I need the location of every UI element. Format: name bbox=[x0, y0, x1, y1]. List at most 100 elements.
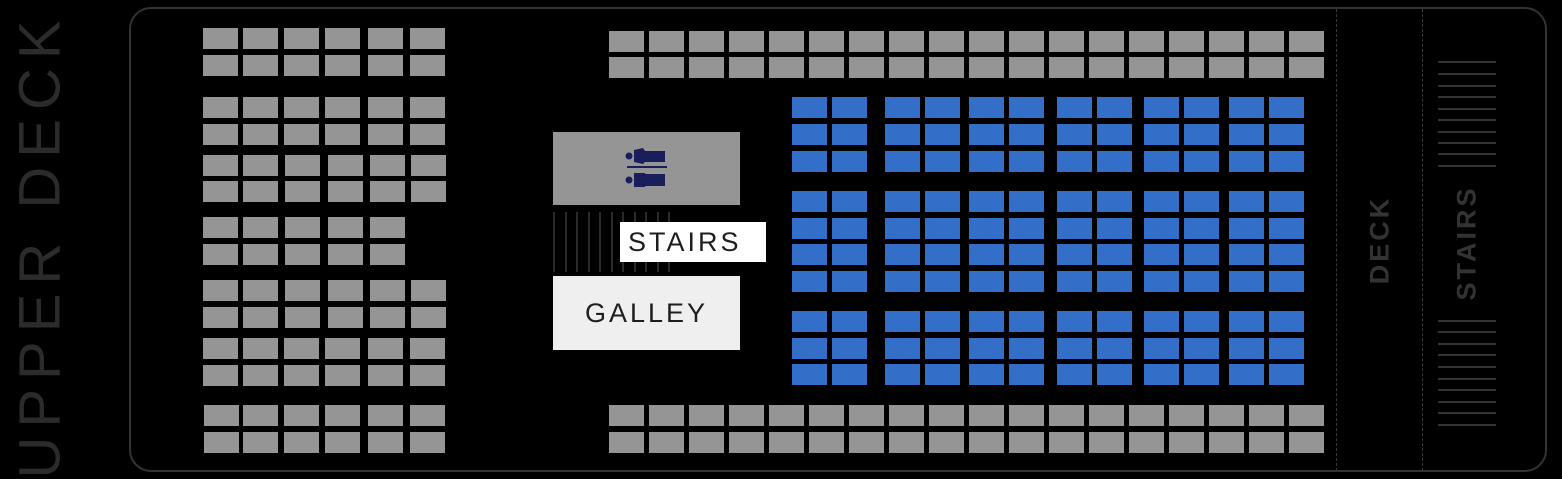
seat-standard[interactable] bbox=[1249, 432, 1284, 453]
seat-premium[interactable] bbox=[925, 364, 960, 385]
seat-standard[interactable] bbox=[809, 57, 844, 78]
seat-standard[interactable] bbox=[1009, 31, 1044, 52]
seat-standard[interactable] bbox=[243, 181, 278, 202]
seat-standard[interactable] bbox=[849, 432, 884, 453]
restroom[interactable] bbox=[553, 132, 740, 205]
seat-premium[interactable] bbox=[1229, 151, 1264, 172]
seat-premium[interactable] bbox=[832, 311, 867, 332]
seat-premium[interactable] bbox=[1269, 191, 1304, 212]
seat-premium[interactable] bbox=[1184, 124, 1219, 145]
seat-premium[interactable] bbox=[1229, 218, 1264, 239]
seat-standard[interactable] bbox=[1209, 57, 1244, 78]
seat-standard[interactable] bbox=[769, 405, 804, 426]
seat-premium[interactable] bbox=[885, 124, 920, 145]
seat-premium[interactable] bbox=[925, 311, 960, 332]
galley[interactable]: GALLEY bbox=[553, 276, 740, 350]
seat-premium[interactable] bbox=[885, 311, 920, 332]
seat-standard[interactable] bbox=[1249, 57, 1284, 78]
seat-standard[interactable] bbox=[285, 280, 320, 301]
seat-premium[interactable] bbox=[792, 124, 827, 145]
seat-premium[interactable] bbox=[1144, 97, 1179, 118]
seat-standard[interactable] bbox=[969, 432, 1004, 453]
seat-standard[interactable] bbox=[1129, 432, 1164, 453]
seat-standard[interactable] bbox=[285, 181, 320, 202]
seat-premium[interactable] bbox=[832, 218, 867, 239]
seat-standard[interactable] bbox=[325, 432, 360, 453]
seat-standard[interactable] bbox=[285, 307, 320, 328]
seat-premium[interactable] bbox=[832, 364, 867, 385]
seat-standard[interactable] bbox=[243, 307, 278, 328]
seat-standard[interactable] bbox=[769, 57, 804, 78]
seat-premium[interactable] bbox=[1097, 191, 1132, 212]
seat-standard[interactable] bbox=[203, 124, 238, 145]
seat-standard[interactable] bbox=[410, 365, 445, 386]
seat-standard[interactable] bbox=[243, 280, 278, 301]
seat-standard[interactable] bbox=[1049, 31, 1084, 52]
seat-standard[interactable] bbox=[368, 55, 403, 76]
seat-standard[interactable] bbox=[1169, 57, 1204, 78]
seat-premium[interactable] bbox=[1057, 271, 1092, 292]
seat-standard[interactable] bbox=[1169, 432, 1204, 453]
seat-standard[interactable] bbox=[328, 217, 363, 238]
seat-premium[interactable] bbox=[1269, 151, 1304, 172]
seat-standard[interactable] bbox=[1009, 432, 1044, 453]
seat-standard[interactable] bbox=[203, 181, 238, 202]
seat-premium[interactable] bbox=[1144, 271, 1179, 292]
seat-standard[interactable] bbox=[243, 365, 278, 386]
seat-premium[interactable] bbox=[1057, 191, 1092, 212]
seat-standard[interactable] bbox=[203, 338, 238, 359]
seat-standard[interactable] bbox=[1129, 31, 1164, 52]
seat-standard[interactable] bbox=[410, 432, 445, 453]
seat-premium[interactable] bbox=[1009, 244, 1044, 265]
seat-standard[interactable] bbox=[243, 55, 278, 76]
seat-standard[interactable] bbox=[328, 155, 363, 176]
seat-premium[interactable] bbox=[885, 338, 920, 359]
seat-premium[interactable] bbox=[885, 364, 920, 385]
seat-standard[interactable] bbox=[1169, 405, 1204, 426]
seat-standard[interactable] bbox=[889, 31, 924, 52]
seat-standard[interactable] bbox=[411, 307, 446, 328]
seat-premium[interactable] bbox=[1097, 97, 1132, 118]
seat-premium[interactable] bbox=[1057, 218, 1092, 239]
seat-standard[interactable] bbox=[849, 57, 884, 78]
seat-premium[interactable] bbox=[1009, 191, 1044, 212]
seat-standard[interactable] bbox=[689, 57, 724, 78]
seat-standard[interactable] bbox=[1289, 432, 1324, 453]
seat-premium[interactable] bbox=[925, 97, 960, 118]
seat-premium[interactable] bbox=[1229, 364, 1264, 385]
stairs-label[interactable]: STAIRS bbox=[620, 222, 766, 262]
seat-premium[interactable] bbox=[792, 151, 827, 172]
seat-standard[interactable] bbox=[203, 280, 238, 301]
seat-standard[interactable] bbox=[1289, 31, 1324, 52]
seat-standard[interactable] bbox=[370, 280, 405, 301]
seat-premium[interactable] bbox=[1057, 364, 1092, 385]
seat-standard[interactable] bbox=[410, 55, 445, 76]
seat-premium[interactable] bbox=[885, 218, 920, 239]
seat-standard[interactable] bbox=[243, 28, 278, 49]
seat-premium[interactable] bbox=[1229, 338, 1264, 359]
seat-standard[interactable] bbox=[1009, 57, 1044, 78]
seat-premium[interactable] bbox=[1009, 218, 1044, 239]
seat-standard[interactable] bbox=[889, 57, 924, 78]
seat-standard[interactable] bbox=[243, 155, 278, 176]
seat-premium[interactable] bbox=[792, 311, 827, 332]
seat-premium[interactable] bbox=[832, 271, 867, 292]
seat-premium[interactable] bbox=[969, 191, 1004, 212]
seat-premium[interactable] bbox=[885, 191, 920, 212]
seat-premium[interactable] bbox=[1009, 364, 1044, 385]
seat-standard[interactable] bbox=[411, 280, 446, 301]
seat-standard[interactable] bbox=[649, 57, 684, 78]
seat-standard[interactable] bbox=[1209, 405, 1244, 426]
seat-standard[interactable] bbox=[370, 307, 405, 328]
seat-premium[interactable] bbox=[1184, 244, 1219, 265]
seat-standard[interactable] bbox=[285, 217, 320, 238]
seat-premium[interactable] bbox=[969, 151, 1004, 172]
seat-premium[interactable] bbox=[969, 311, 1004, 332]
seat-standard[interactable] bbox=[284, 97, 319, 118]
seat-premium[interactable] bbox=[792, 271, 827, 292]
seat-premium[interactable] bbox=[792, 364, 827, 385]
seat-premium[interactable] bbox=[969, 97, 1004, 118]
seat-premium[interactable] bbox=[969, 124, 1004, 145]
seat-standard[interactable] bbox=[325, 338, 360, 359]
seat-standard[interactable] bbox=[929, 57, 964, 78]
